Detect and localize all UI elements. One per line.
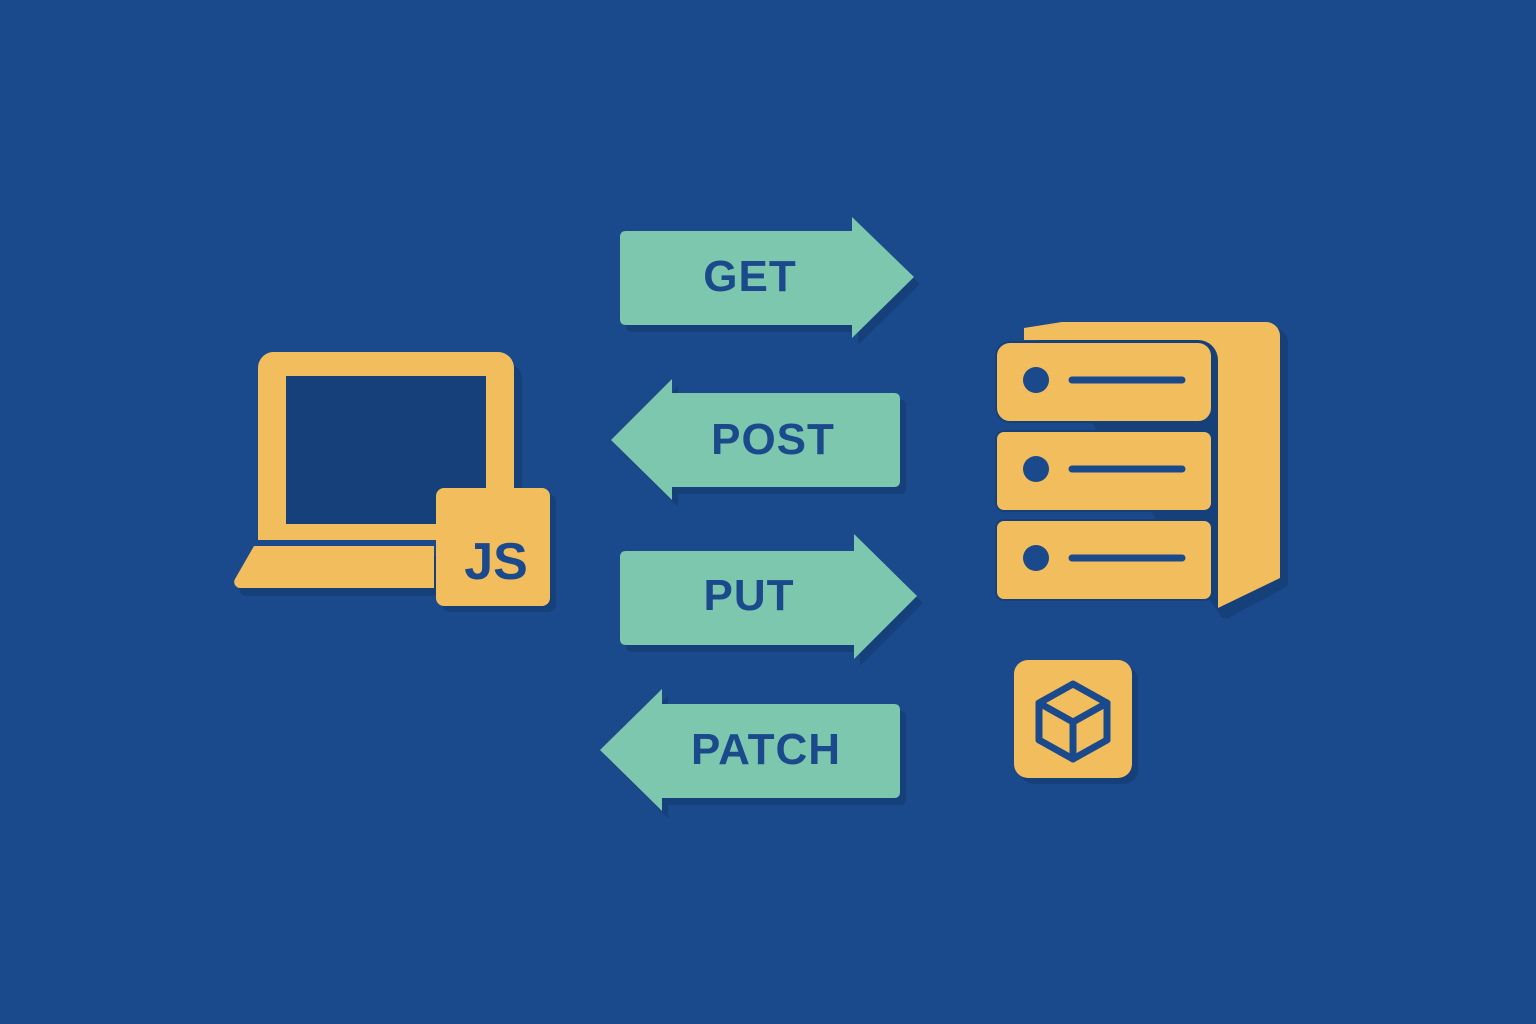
server-unit [995,341,1213,423]
laptop-base [234,546,434,588]
arrow-put [620,534,923,666]
laptop-icon [234,352,522,597]
package-tile [1014,660,1138,784]
server-unit [995,519,1213,601]
server-led-icon [1023,367,1049,393]
server-led-icon [1023,545,1049,571]
arrow-left-icon [611,379,900,500]
method-label-get: GET [703,252,797,301]
server-side-panel [1024,322,1280,608]
arrow-patch [600,689,906,818]
arrow-get [620,217,920,345]
js-badge [436,488,556,612]
arrows-layer [600,217,923,818]
arrow-left-icon [600,689,900,811]
method-label-patch: PATCH [690,725,842,774]
server-rack-icon [995,322,1288,618]
arrow-right-icon [620,534,917,659]
method-label-put: PUT [703,571,795,620]
js-badge-text: JS [464,533,528,591]
server-unit [995,430,1213,512]
method-label-post: POST [711,415,835,464]
arrow-post [611,379,906,507]
arrow-right-icon [620,217,914,338]
cube-icon [1035,680,1111,763]
server-led-icon [1023,456,1049,482]
